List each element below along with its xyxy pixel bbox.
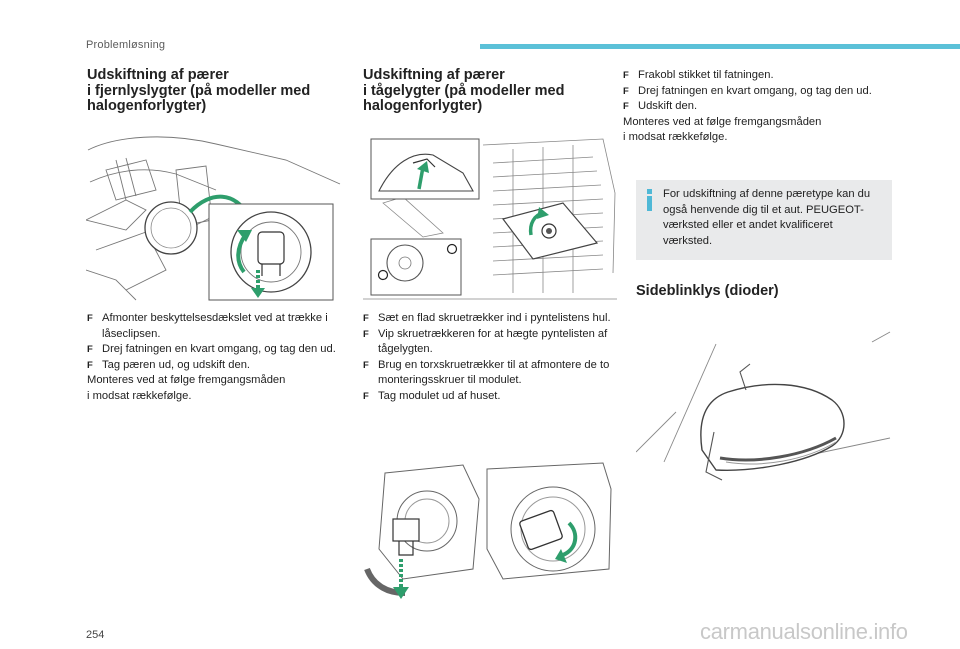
list-item: Sæt en flad skruetrækker ind i pyntelist… <box>363 311 619 327</box>
fog-lamp-instructions: Sæt en flad skruetrækker ind i pyntelist… <box>363 311 619 405</box>
title-line: Udskiftning af pærer i fjernlyslygter (p… <box>87 67 311 114</box>
high-beam-steps: Afmonter beskyttelsesdækslet ved at træk… <box>87 311 342 373</box>
section-title-high-beam: Udskiftning af pærer i fjernlyslygter (p… <box>87 67 347 115</box>
info-box: For udskiftning af denne pæretype kan du… <box>636 180 892 260</box>
section-title-fog: Udskiftning af pærer i tågelygter (på mo… <box>363 67 613 115</box>
running-header: Problemløsning <box>86 39 166 51</box>
reassembly-note: Monteres ved at følge fremgangsmåden i m… <box>623 115 893 146</box>
note-line: Monteres ved at følge fremgangsmåden <box>623 115 822 128</box>
list-item: Afmonter beskyttelsesdækslet ved at træk… <box>87 311 342 342</box>
reassembly-note: Monteres ved at følge fremgangsmåden i m… <box>87 373 342 404</box>
fog-lamp-steps-continued: Frakobl stikket til fatningen. Drej fatn… <box>623 68 893 115</box>
note-line: i modsat rækkefølge. <box>623 131 728 144</box>
high-beam-illustration <box>86 130 342 302</box>
page-number: 254 <box>86 629 105 641</box>
fog-lamp-bulb-illustration <box>363 459 617 607</box>
watermark: carmanualsonline.info <box>700 619 908 644</box>
section-title-side-indicator: Sideblinklys (dioder) <box>636 283 886 300</box>
header-accent-bar <box>480 44 960 49</box>
list-item: Frakobl stikket til fatningen. <box>623 68 893 84</box>
high-beam-instructions: Afmonter beskyttelsesdækslet ved at træk… <box>87 311 342 405</box>
fog-lamp-continued: Frakobl stikket til fatningen. Drej fatn… <box>623 68 893 146</box>
fog-lamp-steps: Sæt en flad skruetrækker ind i pyntelist… <box>363 311 619 405</box>
list-item: Udskift den. <box>623 99 893 115</box>
fog-lamp-trim-illustration <box>363 133 617 303</box>
note-line: i modsat rækkefølge. <box>87 389 192 402</box>
section-title-high-beam-text: Udskiftning af pærer i fjernlyslygter (p… <box>87 67 347 115</box>
section-title-fog-text: Udskiftning af pærer i tågelygter (på mo… <box>363 67 613 115</box>
list-item: Vip skruetrækkeren for at hægte pyntelis… <box>363 327 619 358</box>
note-line: Monteres ved at følge fremgangsmåden <box>87 374 286 387</box>
list-item: Brug en torxskruetrækker til at afmonter… <box>363 358 619 389</box>
info-icon <box>645 189 654 211</box>
list-item: Drej fatningen en kvart omgang, og tag d… <box>623 84 893 100</box>
list-item: Drej fatningen en kvart omgang, og tag d… <box>87 342 342 358</box>
list-item: Tag pæren ud, og udskift den. <box>87 358 342 374</box>
side-indicator-mirror-illustration <box>636 322 892 497</box>
list-item: Tag modulet ud af huset. <box>363 389 619 405</box>
info-text: For udskiftning af denne pæretype kan du… <box>663 188 871 247</box>
title-line: Udskiftning af pærer i tågelygter (på mo… <box>363 67 565 114</box>
section-title-side-indicator-text: Sideblinklys (dioder) <box>636 283 779 299</box>
